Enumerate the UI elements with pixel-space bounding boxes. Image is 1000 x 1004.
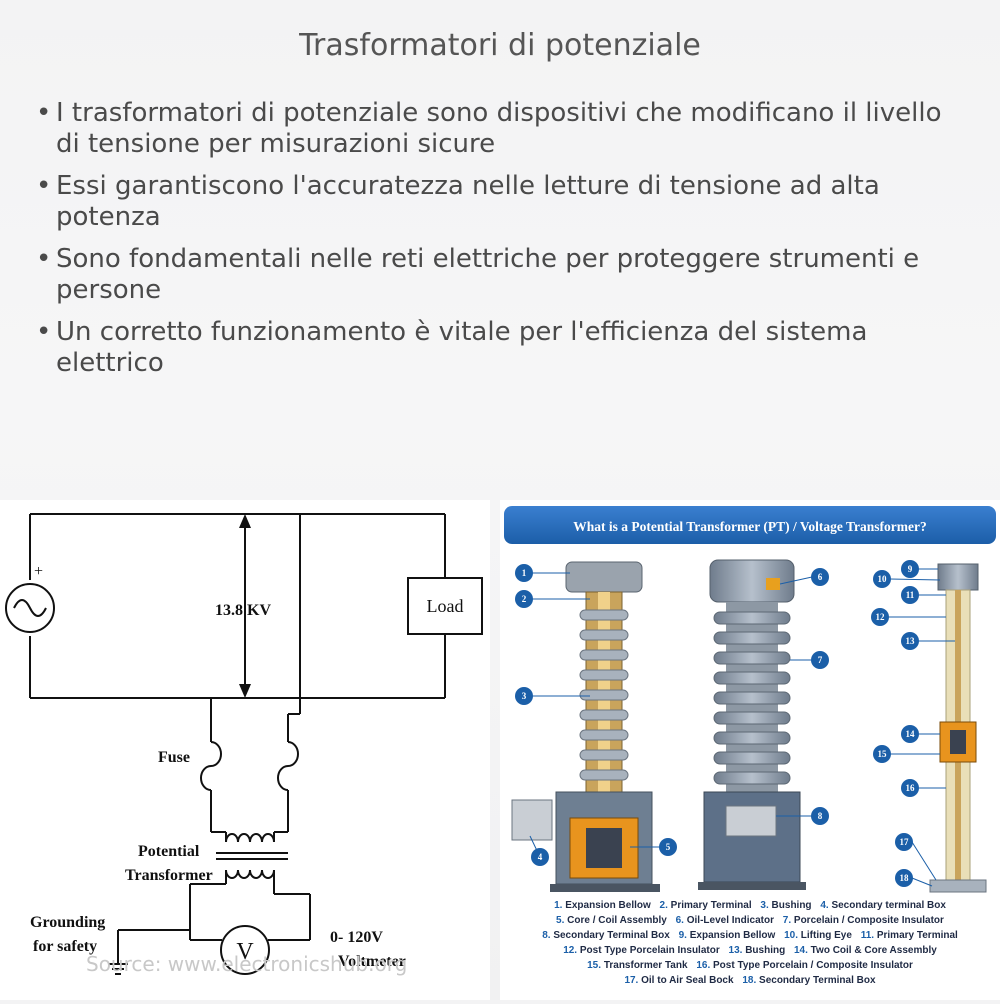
legend-line-2: 5. Core / Coil Assembly 6. Oil-Level Ind… [556, 915, 944, 926]
callout-3: 3 [515, 687, 590, 705]
pt-unit-cutaway [511, 561, 660, 892]
legend-line-6: 17. Oil to Air Seal Bock 18. Secondary T… [624, 975, 876, 986]
callout-2: 2 [515, 590, 590, 608]
load-label: Load [427, 596, 464, 616]
callout-16: 16 [901, 779, 946, 797]
svg-text:13: 13 [906, 636, 916, 646]
fuse-label: Fuse [158, 749, 190, 766]
svg-text:11: 11 [906, 590, 915, 600]
legend-line-3: 8. Secondary Terminal Box 9. Expansion B… [542, 930, 958, 941]
source-polarity: + [34, 563, 43, 580]
callout-9: 9 [901, 560, 938, 578]
bullet-item: Essi garantiscono l'accuratezza nelle le… [36, 171, 966, 233]
bullet-item: Un corretto funzionamento è vitale per l… [36, 317, 966, 379]
callout-14: 14 [901, 725, 940, 743]
svg-text:5: 5 [666, 842, 671, 852]
pt-unit-tall [929, 563, 987, 893]
voltmeter-symbol: V [236, 939, 254, 965]
callout-6: 6 [779, 568, 829, 586]
pt-label-line2: Transformer [125, 867, 213, 884]
load-box [407, 577, 483, 635]
callout-17: 17 [895, 833, 937, 881]
svg-text:17: 17 [900, 837, 910, 847]
svg-text:3: 3 [522, 691, 527, 701]
circuit-diagram-panel: + Load 13.8 KV Fuse Potential Transforme… [0, 500, 490, 1000]
callout-4: 4 [529, 835, 549, 866]
callout-7: 7 [790, 651, 829, 669]
callout-12: 12 [871, 608, 946, 626]
callout-1: 1 [515, 564, 570, 582]
voltage-label: 13.8 KV [215, 602, 271, 619]
callout-11: 11 [901, 586, 946, 604]
callout-18: 18 [895, 869, 933, 887]
legend-line-4: 12. Post Type Porcelain Insulator 13. Bu… [563, 945, 937, 956]
svg-text:6: 6 [818, 572, 823, 582]
pt-label-line1: Potential [138, 843, 200, 860]
page-title: Trasformatori di potenziale [299, 28, 701, 63]
svg-text:4: 4 [538, 852, 543, 862]
callout-5: 5 [630, 838, 677, 856]
svg-text:16: 16 [906, 783, 916, 793]
svg-text:9: 9 [908, 564, 913, 574]
ground-label-line1: Grounding [30, 914, 105, 931]
circuit-diagram: + Load 13.8 KV Fuse Potential Transforme… [5, 513, 483, 975]
callouts: 1 2 3 4 5 6 7 8 9 10 11 12 13 14 15 16 1… [515, 560, 955, 887]
callout-15: 15 [873, 745, 940, 763]
svg-text:8: 8 [818, 811, 823, 821]
svg-text:2: 2 [522, 594, 527, 604]
pt-unit-exterior [698, 559, 806, 890]
pt-figure: What is a Potential Transformer (PT) / V… [504, 506, 996, 986]
voltmeter-icon [220, 925, 270, 975]
callout-10: 10 [873, 570, 941, 588]
svg-text:7: 7 [818, 655, 823, 665]
svg-text:15: 15 [878, 749, 888, 759]
callout-8: 8 [776, 807, 829, 825]
ground-label-line2: for safety [33, 938, 97, 955]
source-credit: Source: www.electronicshub.org [86, 952, 408, 976]
pt-figure-panel: What is a Potential Transformer (PT) / V… [500, 500, 1000, 1000]
pt-banner [504, 506, 996, 544]
svg-text:1: 1 [522, 568, 527, 578]
bullet-item: I trasformatori di potenziale sono dispo… [36, 98, 966, 160]
legend-line-5: 15. Transformer Tank 16. Post Type Porce… [587, 960, 913, 971]
svg-text:12: 12 [876, 612, 886, 622]
callout-13: 13 [901, 632, 955, 650]
pt-legend: 1. Expansion Bellow 2. Primary Terminal … [542, 900, 958, 986]
bullet-list: I trasformatori di potenziale sono dispo… [36, 98, 966, 390]
svg-text:10: 10 [878, 574, 888, 584]
legend-line-1: 1. Expansion Bellow 2. Primary Terminal … [554, 900, 946, 911]
voltmeter-label: Voltmeter [338, 953, 406, 970]
voltmeter-range: 0- 120V [330, 929, 383, 946]
bullet-item: Sono fondamentali nelle reti elettriche … [36, 244, 966, 306]
pt-banner-title: What is a Potential Transformer (PT) / V… [573, 519, 926, 534]
svg-text:18: 18 [900, 873, 910, 883]
svg-text:14: 14 [906, 729, 916, 739]
